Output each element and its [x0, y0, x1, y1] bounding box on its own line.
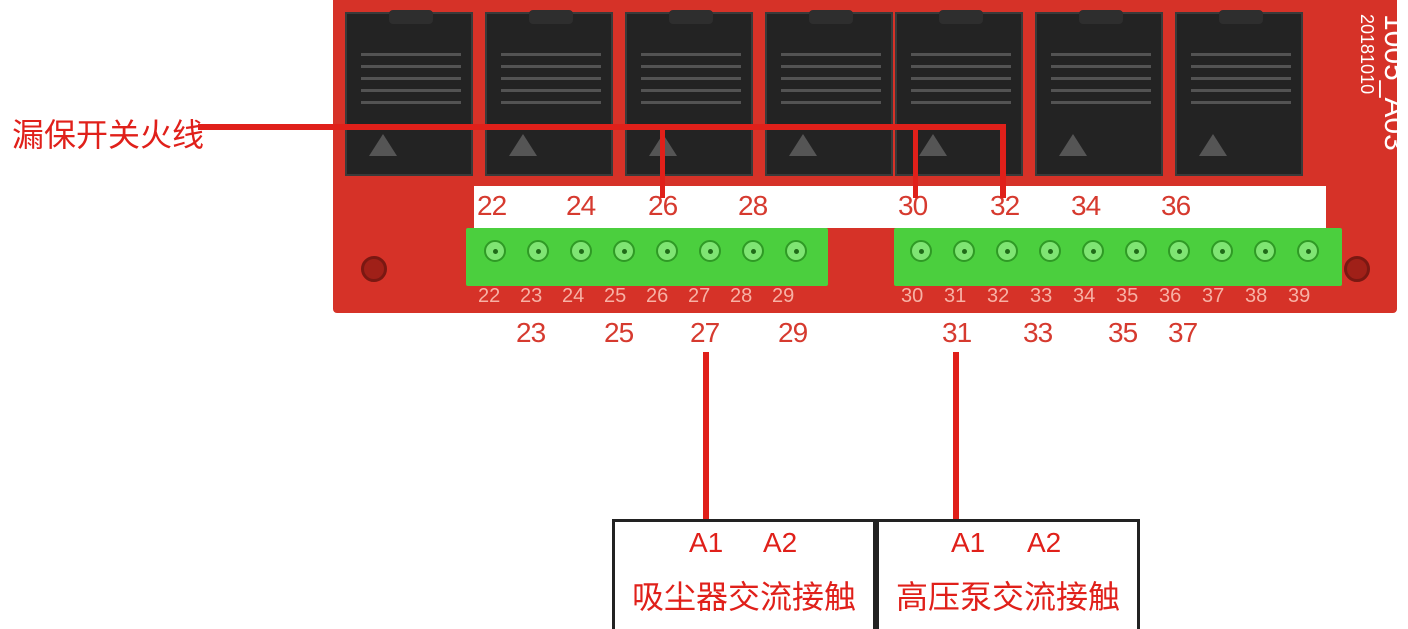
pin-label: 22: [478, 285, 501, 307]
terminal-a1: A1: [951, 527, 986, 558]
terminal-number: 22: [477, 190, 507, 221]
terminal-block-right: [894, 228, 1342, 286]
box-title: 高压泵交流接触: [895, 578, 1120, 616]
terminal-number: 35: [1108, 317, 1138, 348]
wire-drop-32: [1000, 124, 1006, 198]
terminal-a2: A2: [1027, 527, 1062, 558]
terminal-number: 29: [778, 317, 808, 348]
upper-number-strip: [474, 186, 1326, 228]
terminal-number: 23: [516, 317, 546, 348]
vacuum-contactor-box: A1 A2 吸尘器交流接触: [612, 519, 876, 629]
pin-label: 27: [688, 285, 711, 307]
wire-31-to-pump: [953, 352, 959, 520]
pin-label: 24: [562, 285, 585, 307]
pin-label: 36: [1159, 285, 1182, 307]
wire-drop-26: [660, 124, 665, 198]
terminal-a1: A1: [689, 527, 724, 558]
pin-label: 32: [987, 285, 1010, 307]
pin-label: 29: [772, 285, 795, 307]
pin-label: 30: [901, 285, 924, 307]
pin-label: 38: [1245, 285, 1268, 307]
terminal-number: 36: [1161, 190, 1191, 221]
pin-label: 37: [1202, 285, 1225, 307]
board-version-text: 1005_A03 20181010: [1357, 14, 1408, 151]
terminal-number: 31: [942, 317, 972, 348]
mount-hole: [1344, 256, 1370, 282]
pin-label: 31: [944, 285, 967, 307]
pin-label: 28: [730, 285, 753, 307]
terminal-number: 25: [604, 317, 634, 348]
relay: [1175, 10, 1303, 176]
pin-label: 26: [646, 285, 669, 307]
relay: [485, 10, 613, 176]
pump-contactor-box: A1 A2 高压泵交流接触: [876, 519, 1140, 629]
live-wire: [198, 124, 1004, 130]
relay: [345, 10, 473, 176]
wire-27-to-vacuum: [703, 352, 709, 520]
pin-label: 33: [1030, 285, 1053, 307]
terminal-number: 24: [566, 190, 596, 221]
relay-board: 1005_A03 20181010: [333, 0, 1408, 313]
terminal-number: 34: [1071, 190, 1101, 221]
pin-label: 34: [1073, 285, 1096, 307]
wire-drop-30: [913, 124, 918, 198]
terminal-block-left: [466, 228, 828, 286]
terminal-number: 27: [690, 317, 720, 348]
relay: [765, 10, 893, 176]
pin-label: 23: [520, 285, 543, 307]
box-title: 吸尘器交流接触: [631, 578, 856, 616]
pin-label: 39: [1288, 285, 1311, 307]
pin-label: 25: [604, 285, 627, 307]
relay: [625, 10, 753, 176]
live-wire-label: 漏保开关火线: [12, 116, 205, 154]
pin-label: 35: [1116, 285, 1139, 307]
relay: [1035, 10, 1163, 176]
terminal-number: 33: [1023, 317, 1053, 348]
terminal-number: 28: [738, 190, 768, 221]
mount-hole: [361, 256, 387, 282]
terminal-number: 37: [1168, 317, 1198, 348]
terminal-a2: A2: [763, 527, 798, 558]
